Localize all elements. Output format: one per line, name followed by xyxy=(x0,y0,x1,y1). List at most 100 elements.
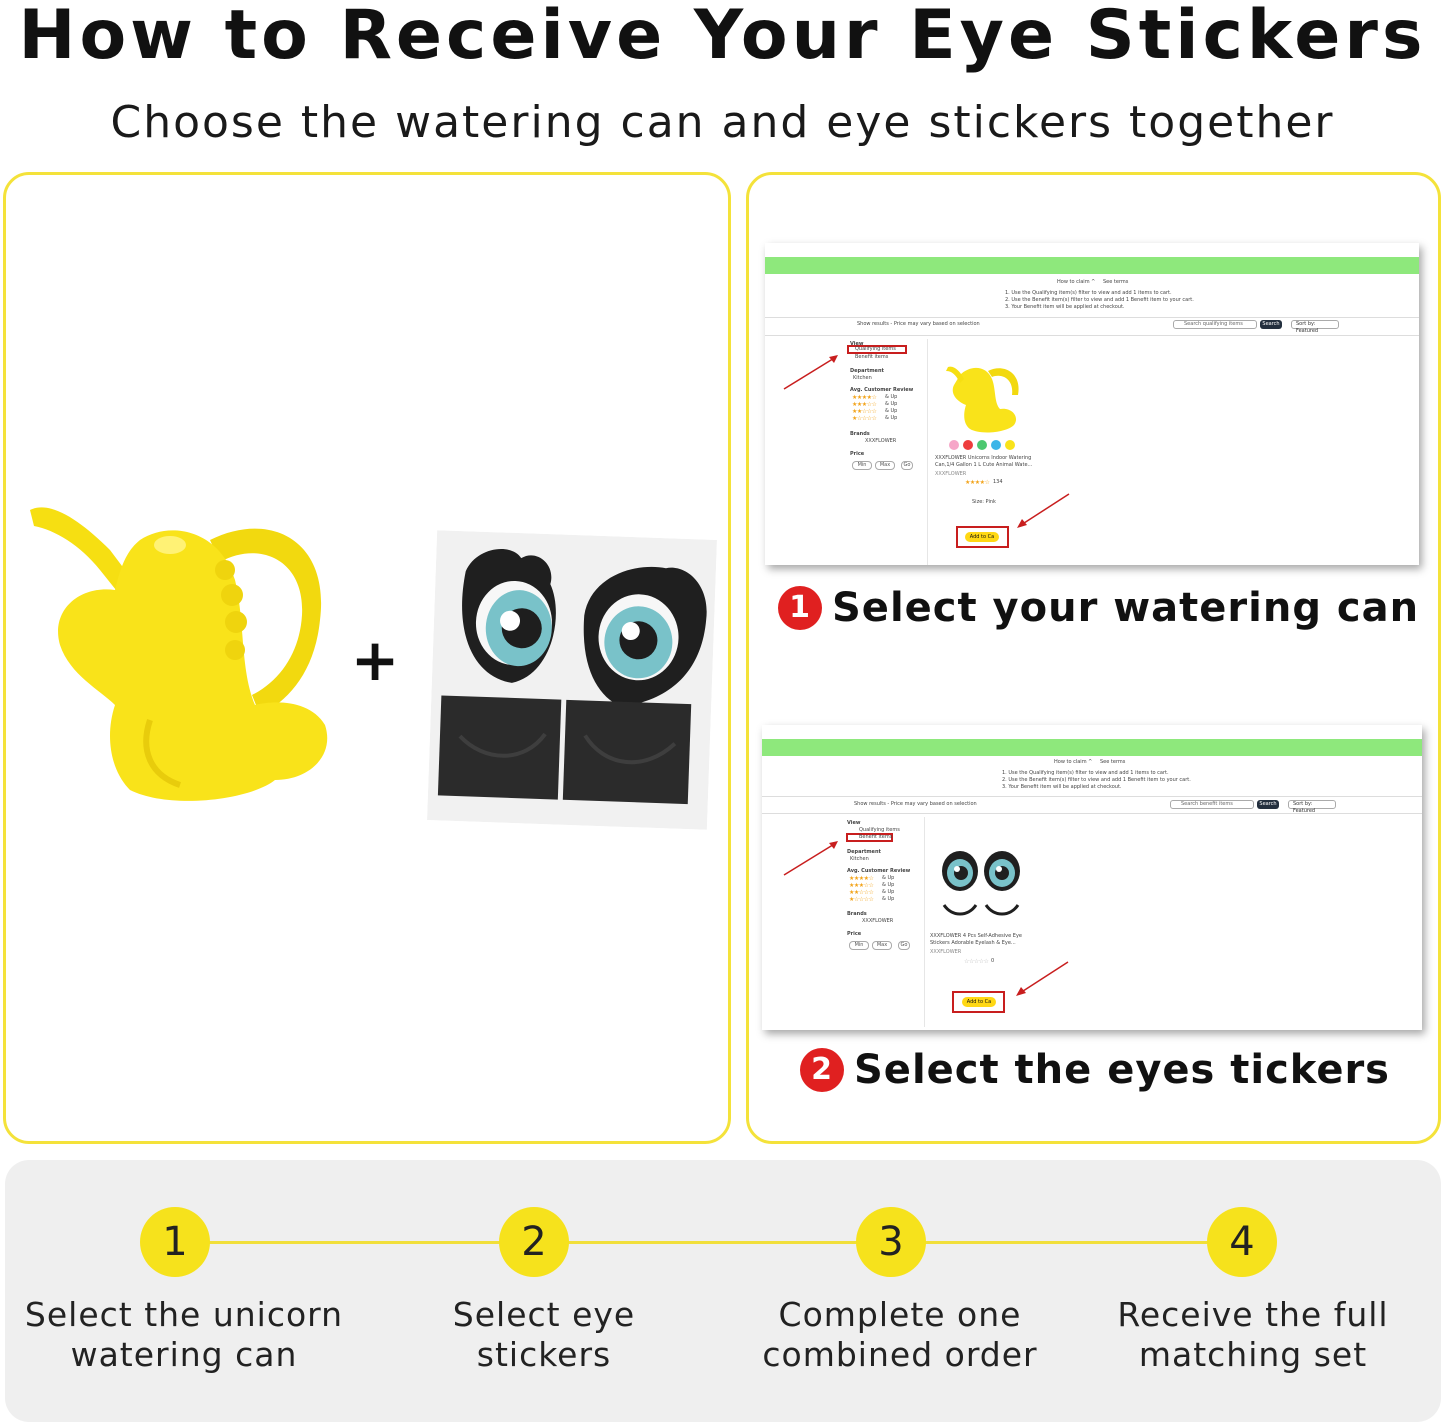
and-up-label: & Up xyxy=(882,889,895,895)
price-min-input[interactable]: Min xyxy=(852,461,872,470)
see-terms-link[interactable]: See terms xyxy=(1100,759,1126,765)
search-input[interactable]: Search benefit items xyxy=(1170,800,1254,809)
arrow-icon xyxy=(783,841,838,876)
rating-count: 0 xyxy=(991,958,995,964)
search-input[interactable]: Search qualifying items xyxy=(1173,320,1257,329)
department-label: Department xyxy=(847,849,881,855)
price-max-input[interactable]: Max xyxy=(875,461,895,470)
step-3-text: Complete one combined order xyxy=(740,1295,1060,1375)
review-label: Avg. Customer Review xyxy=(847,868,911,874)
star-rating[interactable]: ★☆☆☆☆ xyxy=(852,415,877,422)
sort-select[interactable]: Sort by: Featured xyxy=(1288,800,1336,814)
star-rating[interactable]: ★★★☆☆ xyxy=(849,882,874,889)
caption-text: Select your watering can xyxy=(832,585,1420,631)
watering-can-image xyxy=(30,507,328,801)
price-go-button[interactable]: Go xyxy=(901,461,913,470)
price-go-button[interactable]: Go xyxy=(898,941,910,950)
divider xyxy=(927,339,928,565)
step-2-text: Select eye stickers xyxy=(384,1295,704,1375)
step-1-text: Select the unicorn watering can xyxy=(24,1295,344,1375)
step-4-number: 4 xyxy=(1207,1207,1277,1277)
product-title[interactable]: XXXFLOWER 4 Pcs Self-Adhesive Eye xyxy=(930,933,1022,939)
brands-label: Brands xyxy=(847,911,867,917)
brand-checkbox[interactable]: XXXFLOWER xyxy=(862,918,894,924)
show-results-label: Show results - Price may vary based on s… xyxy=(854,801,977,807)
product-rating[interactable]: ★★★★☆ xyxy=(965,479,990,486)
department-label: Department xyxy=(850,368,884,374)
how-to-claim-link[interactable]: How to claim ^ xyxy=(1057,279,1096,285)
sort-select[interactable]: Sort by: Featured xyxy=(1291,320,1339,334)
product-title[interactable]: Can,1/4 Gallon 1 L Cute Animal Wate... xyxy=(935,462,1033,468)
star-rating[interactable]: ★★★★☆ xyxy=(852,394,877,401)
page-subtitle: Choose the watering can and eye stickers… xyxy=(110,97,1335,148)
view-label: View xyxy=(847,820,861,826)
view-option-benefit[interactable]: Benefit items xyxy=(859,834,893,840)
divider xyxy=(765,335,1419,336)
see-terms-link[interactable]: See terms xyxy=(1103,279,1129,285)
divider xyxy=(765,317,1419,318)
step-number-badge: 2 xyxy=(800,1048,844,1092)
instruction-line: 3. Your Benefit item will be applied at … xyxy=(1005,304,1125,310)
star-rating[interactable]: ★★☆☆☆ xyxy=(852,408,877,415)
department-value[interactable]: Kitchen xyxy=(850,856,869,862)
divider xyxy=(762,796,1422,797)
plus-sign: + xyxy=(350,626,400,694)
and-up-label: & Up xyxy=(882,875,895,881)
product-brand: XXXFLOWER xyxy=(930,949,962,955)
search-button[interactable]: Search xyxy=(1260,320,1282,329)
price-label: Price xyxy=(847,931,862,937)
and-up-label: & Up xyxy=(882,882,895,888)
highlight-box xyxy=(956,526,1009,548)
how-to-claim-link[interactable]: How to claim ^ xyxy=(1054,759,1093,765)
step-3-number: 3 xyxy=(856,1207,926,1277)
view-option-qualifying[interactable]: Qualifying items xyxy=(859,827,900,833)
highlight-box xyxy=(846,833,893,842)
step-text-line: Select eye xyxy=(452,1295,636,1334)
brand-checkbox[interactable]: XXXFLOWER xyxy=(865,438,897,444)
star-rating[interactable]: ★★★★☆ xyxy=(849,875,874,882)
product-rating[interactable]: ☆☆☆☆☆ xyxy=(964,958,989,965)
step-text-line: Complete one xyxy=(778,1295,1022,1334)
page-title: How to Receive Your Eye Stickers xyxy=(18,0,1427,75)
arrow-icon xyxy=(783,355,838,390)
instruction-line: 3. Your Benefit item will be applied at … xyxy=(1002,784,1122,790)
step-2-number: 2 xyxy=(499,1207,569,1277)
instruction-line: 1. Use the Qualifying item(s) filter to … xyxy=(1005,290,1172,296)
highlight-box xyxy=(847,345,907,354)
view-option-qualifying[interactable]: Qualifying items xyxy=(855,346,896,352)
price-min-input[interactable]: Min xyxy=(849,941,869,950)
price-max-input[interactable]: Max xyxy=(872,941,892,950)
search-button[interactable]: Search xyxy=(1257,800,1279,809)
view-label: View xyxy=(850,341,864,347)
instruction-line: 2. Use the Benefit item(s) filter to vie… xyxy=(1005,297,1194,303)
view-option-benefit[interactable]: Benefit items xyxy=(855,354,889,360)
product-brand: XXXFLOWER xyxy=(935,471,967,477)
and-up-label: & Up xyxy=(882,896,895,902)
step-number-badge: 1 xyxy=(778,586,822,630)
caption-select-watering-can: 1 Select your watering can xyxy=(778,585,1419,631)
divider xyxy=(924,817,925,1027)
arrow-icon xyxy=(1016,961,1069,996)
product-title[interactable]: XXXFLOWER Unicorns Indoor Watering xyxy=(935,455,1032,461)
arrow-icon xyxy=(1017,493,1070,528)
divider xyxy=(762,813,1422,814)
brands-label: Brands xyxy=(850,431,870,437)
star-rating[interactable]: ★☆☆☆☆ xyxy=(849,896,874,903)
price-label: Price xyxy=(850,451,865,457)
instruction-line: 2. Use the Benefit item(s) filter to vie… xyxy=(1002,777,1191,783)
product-image-eye-stickers[interactable] xyxy=(934,845,1028,927)
benefit-items-screenshot: How to claim ^ See terms 1. Use the Qual… xyxy=(762,725,1422,1030)
step-text-line: combined order xyxy=(762,1335,1038,1374)
department-value[interactable]: Kitchen xyxy=(853,375,872,381)
and-up-label: & Up xyxy=(885,415,898,421)
star-rating[interactable]: ★★★☆☆ xyxy=(852,401,877,408)
star-rating[interactable]: ★★☆☆☆ xyxy=(849,889,874,896)
rating-count: 134 xyxy=(993,479,1003,485)
add-to-cart-button[interactable]: Add to Ca xyxy=(965,532,999,542)
product-title[interactable]: Stickers Adorable Eyelash & Eye... xyxy=(930,940,1016,946)
and-up-label: & Up xyxy=(885,408,898,414)
size-label: Size: Pink xyxy=(972,499,996,505)
review-label: Avg. Customer Review xyxy=(850,387,914,393)
product-image-watering-can[interactable] xyxy=(940,361,1030,453)
add-to-cart-button[interactable]: Add to Ca xyxy=(962,997,996,1007)
